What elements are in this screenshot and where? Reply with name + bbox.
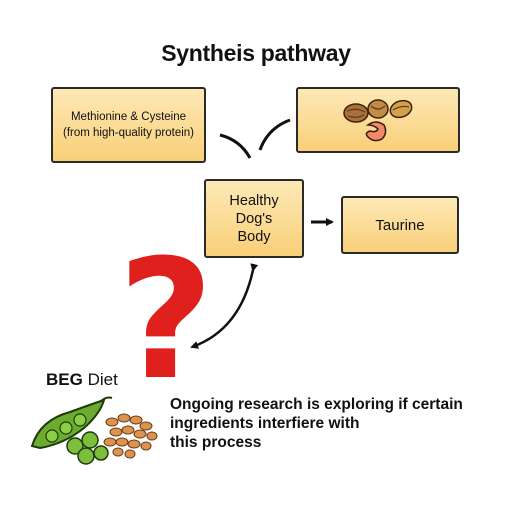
connector-left-curve: [219, 133, 252, 159]
beg-diet-label: BEG Diet: [46, 370, 118, 390]
research-note-line-2: ingredients interfiere with: [170, 415, 360, 432]
nuts-and-meat-icon: [343, 99, 413, 142]
healthy-dog-body-box: Healthy Dog's Body: [204, 179, 304, 258]
methionine-cysteine-box: Methionine & Cysteine (from high-quality…: [51, 87, 206, 163]
research-note: Ongoing research is exploring if certain…: [170, 395, 490, 452]
healthy-dog-body-label: Healthy Dog's Body: [229, 192, 279, 245]
research-note-line-3: this process: [170, 434, 262, 451]
food-sources-box: [296, 87, 460, 153]
research-note-line-1: Ongoing research is exploring if certain: [170, 396, 463, 413]
connector-right-curve: [258, 118, 291, 151]
question-mark: ?: [118, 224, 214, 416]
taurine-label: Taurine: [375, 216, 425, 234]
protein-source-label: (from high-quality protein): [62, 127, 195, 139]
beg-diet-bold: BEG: [46, 370, 83, 389]
beg-diet-rest: Diet: [82, 370, 118, 389]
taurine-box: Taurine: [341, 196, 459, 254]
body-question-double-arrow: [190, 263, 259, 349]
methionine-label: Methionine & Cysteine: [70, 111, 187, 123]
diagram-title: Syntheis pathway: [161, 40, 351, 66]
